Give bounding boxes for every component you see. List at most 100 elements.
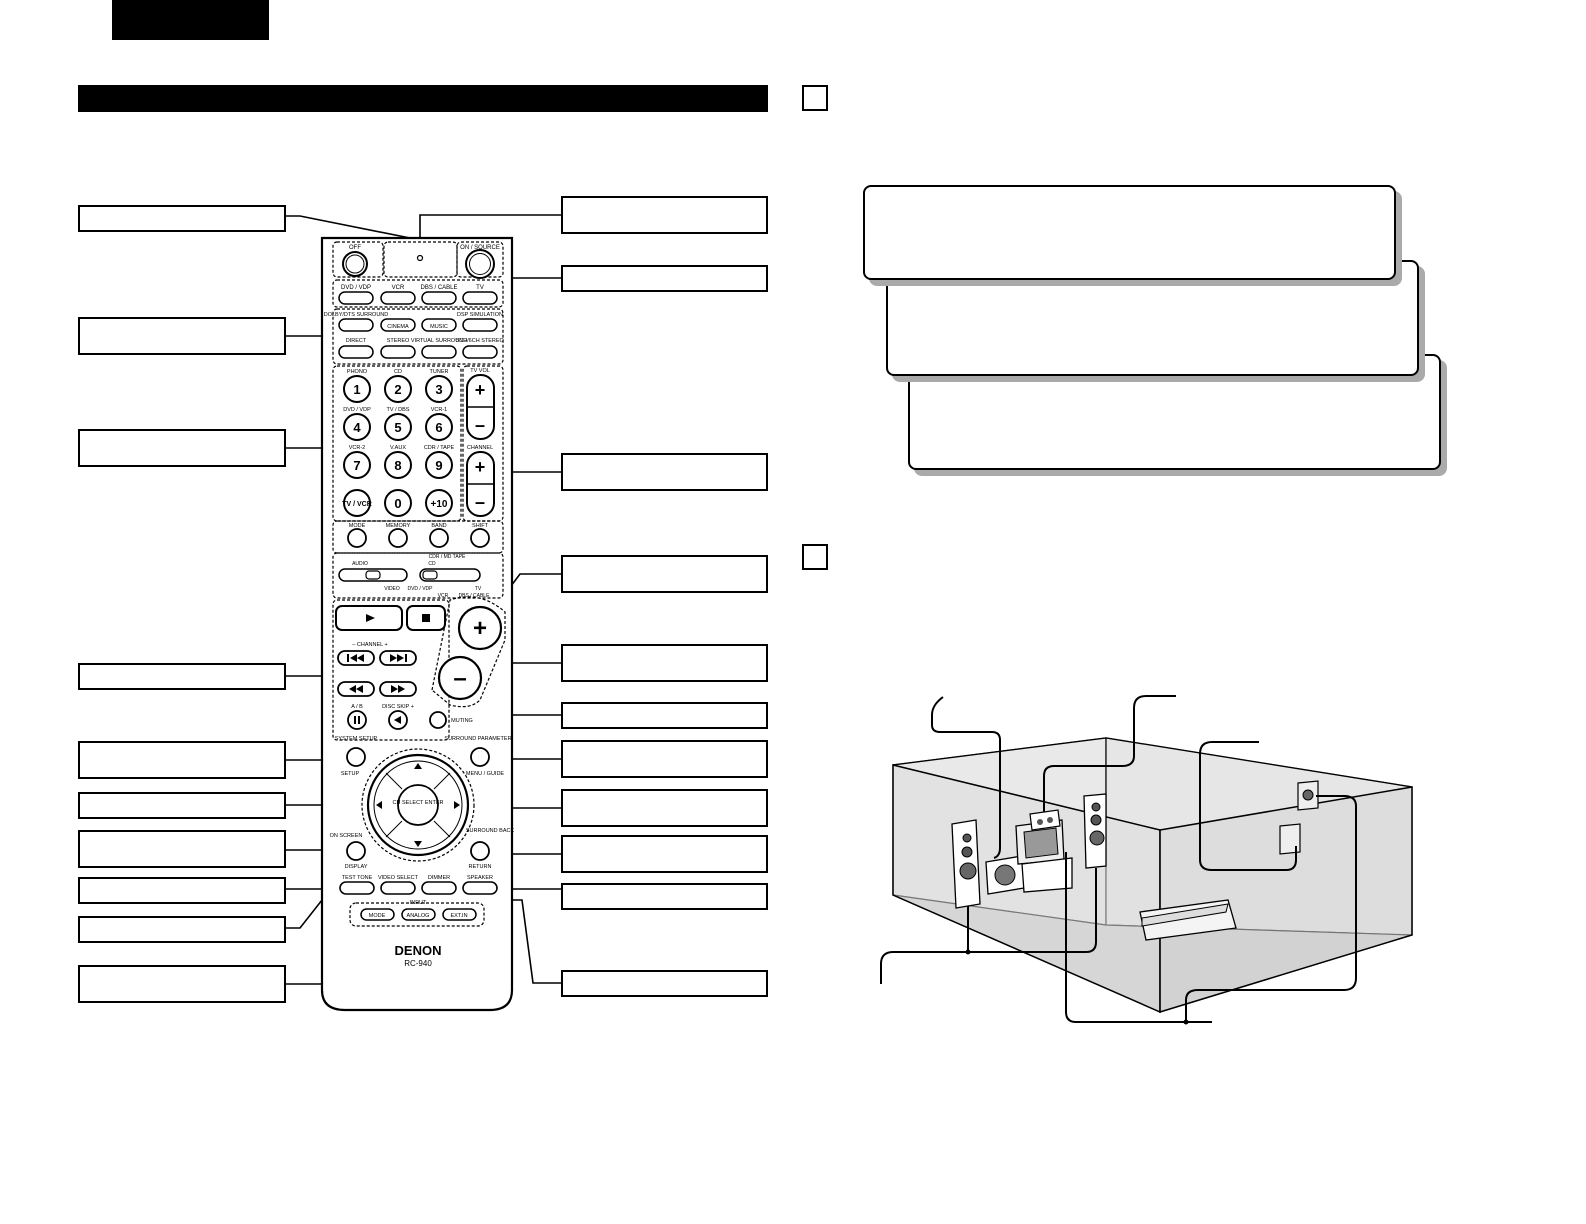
- callout-box-right-3: [561, 453, 768, 491]
- cdr-tape-label: CDR / TAPE: [424, 445, 455, 451]
- svg-text:–: –: [475, 415, 485, 435]
- input-analog-label: ANALOG: [407, 913, 430, 919]
- source-label-dbs: DBS / CABLE: [420, 285, 457, 291]
- number-7: 7: [353, 458, 360, 473]
- cd-switch-label: CD: [428, 561, 436, 567]
- dsp-simulation-label: DSP SIMULATION: [457, 312, 503, 318]
- callout-box-right-4: [561, 555, 768, 593]
- number-2: 2: [394, 382, 401, 397]
- source-label-tv: TV: [476, 285, 484, 291]
- callout-box-left-9: [78, 916, 286, 943]
- virtual-surround-label: VIRTUAL SURROUND: [411, 338, 467, 344]
- video-select-label: VIDEO SELECT: [378, 875, 419, 881]
- dbs-cable-switch-label: DBS / CABLE: [459, 593, 491, 599]
- mode-label: MODE: [349, 523, 366, 529]
- svg-text:+: +: [473, 615, 487, 642]
- number-1: 1: [353, 382, 360, 397]
- svg-text:–: –: [475, 492, 485, 512]
- callout-box-left-8: [78, 877, 286, 904]
- callout-box-right-7: [561, 740, 768, 778]
- source-label-vcr: VCR: [392, 285, 405, 291]
- callout-box-right-1: [561, 196, 768, 234]
- callout-box-left-1: [78, 205, 286, 232]
- svg-text:–: –: [453, 665, 466, 692]
- callout-box-right-6: [561, 702, 768, 729]
- tv-dbs-label: TV / DBS: [387, 407, 410, 413]
- number-6: 6: [435, 420, 442, 435]
- note-card-1: [863, 185, 1396, 280]
- callout-box-left-3: [78, 429, 286, 467]
- section-checkbox-2: [802, 544, 828, 570]
- surround-parameter-label: SURROUND PARAMETER: [444, 736, 511, 742]
- brand-logo: DENON: [395, 943, 442, 958]
- vcr-switch-label: VCR: [438, 593, 449, 599]
- source-label-dvd: DVD / VDP: [341, 285, 371, 291]
- callout-box-left-6: [78, 792, 286, 819]
- callout-box-right-9: [561, 835, 768, 873]
- muting-label: MUTING: [451, 718, 473, 724]
- number-3: 3: [435, 382, 442, 397]
- cdr-md-tape-label: CDR / MD TAPE: [429, 554, 466, 560]
- shift-label: SHIFT: [472, 523, 489, 529]
- 5ch-stereo-label: 5CH/6CH STEREO: [456, 338, 504, 344]
- direct-label: DIRECT: [346, 338, 367, 344]
- input-mode-label: MODE: [369, 913, 386, 919]
- dvd-vdp-label: DVD / VDP: [343, 407, 371, 413]
- language-tab: [112, 0, 269, 40]
- band-label: BAND: [431, 523, 446, 529]
- dolby-surround-label: DOLBY/DTS SURROUND: [324, 312, 389, 318]
- input-extin-label: EXT.IN: [450, 913, 467, 919]
- callout-box-right-10: [561, 883, 768, 910]
- callout-box-left-10: [78, 965, 286, 1003]
- tuner-label: TUNER: [430, 369, 449, 375]
- power-on-source-label: ON / SOURCE: [460, 245, 500, 251]
- plus10-key: +10: [431, 499, 448, 510]
- speaker-label: SPEAKER: [467, 875, 493, 881]
- tv-vcr-key: TV / VCR: [342, 501, 372, 508]
- stereo-label: STEREO: [387, 338, 410, 344]
- disc-skip-label: DISC SKIP +: [382, 704, 414, 710]
- callout-box-right-11: [561, 970, 768, 997]
- surround-back-label: SURROUND BACK: [466, 828, 515, 834]
- ab-label: A / B: [351, 704, 363, 710]
- model-name: RC-940: [404, 959, 432, 968]
- callout-box-left-7: [78, 830, 286, 868]
- dvd-vdp-switch-label: DVD / VDP: [407, 586, 433, 592]
- vcr2-label: VCR-2: [349, 445, 366, 451]
- callout-box-right-2: [561, 265, 768, 292]
- system-setup-label: SYSTEM SETUP: [335, 736, 378, 742]
- memory-label: MEMORY: [386, 523, 411, 529]
- cd-label: CD: [394, 369, 402, 375]
- svg-text:+: +: [475, 380, 486, 400]
- callout-box-right-8: [561, 789, 768, 827]
- callout-box-left-5: [78, 741, 286, 779]
- display-label: DISPLAY: [345, 864, 368, 870]
- tv-switch-label: TV: [475, 586, 482, 592]
- vaux-label: V.AUX: [390, 445, 406, 451]
- power-off-label: OFF: [349, 245, 361, 251]
- test-tone-label: TEST TONE: [342, 875, 373, 881]
- ch-select-enter-label: CH SELECT ENTER: [393, 800, 444, 806]
- on-screen-label: ON SCREEN: [330, 833, 363, 839]
- callout-box-left-4: [78, 663, 286, 690]
- section-title-bar: [78, 85, 768, 112]
- transport-channel-label: – CHANNEL +: [352, 642, 387, 648]
- number-9: 9: [435, 458, 442, 473]
- number-0: 0: [394, 496, 401, 511]
- dimmer-label: DIMMER: [428, 875, 450, 881]
- video-label: VIDEO: [384, 586, 400, 592]
- return-label: RETURN: [469, 864, 492, 870]
- vcr1-label: VCR-1: [431, 407, 448, 413]
- setup-label: SETUP: [341, 771, 360, 777]
- audio-label: AUDIO: [352, 561, 368, 567]
- callout-box-right-5: [561, 644, 768, 682]
- callout-box-left-2: [78, 317, 286, 355]
- tv-vol-label: TV VOL: [470, 368, 490, 374]
- cinema-label: CINEMA: [387, 324, 409, 330]
- channel-label: CHANNEL: [467, 445, 493, 451]
- number-4: 4: [353, 420, 361, 435]
- number-5: 5: [394, 420, 401, 435]
- input-label: INPUT: [410, 900, 427, 906]
